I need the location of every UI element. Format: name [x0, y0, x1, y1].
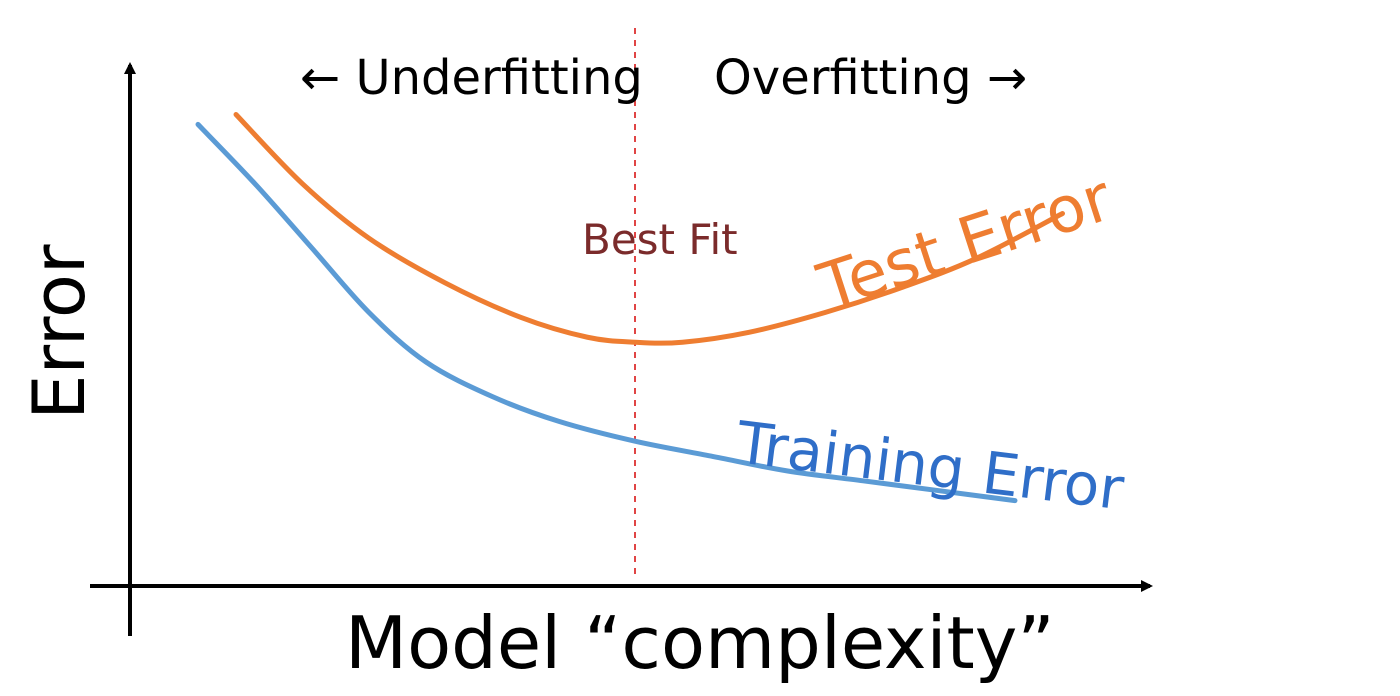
underfitting-label: ← Underfitting	[300, 50, 643, 106]
y-axis-label: Error	[17, 244, 101, 420]
overfitting-label: Overfitting →	[714, 50, 1027, 106]
x-axis-label: Model “complexity”	[345, 601, 1055, 685]
training-error-label: Training Error	[732, 408, 1127, 523]
best-fit-label: Best Fit	[582, 215, 738, 264]
training-error-line	[195, 121, 1018, 504]
test-error-label: Test Error	[809, 161, 1121, 325]
test-error-line	[233, 112, 1065, 346]
